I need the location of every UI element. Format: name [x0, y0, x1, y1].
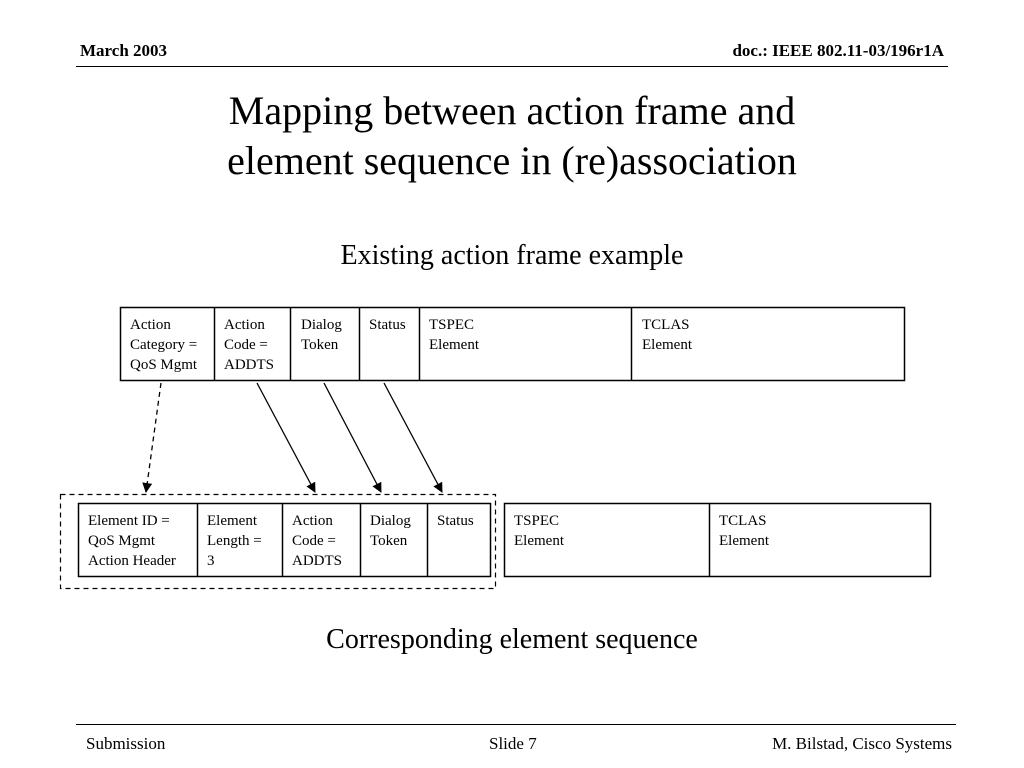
- af-action-code: Action Code = ADDTS: [224, 317, 275, 373]
- action-code-mapping-arrow: [256, 382, 316, 493]
- af-status: Status: [369, 317, 406, 333]
- bottom-subtitle: Corresponding element sequence: [326, 624, 698, 655]
- header-date: March 2003: [80, 41, 168, 60]
- af-dialog-token: Dialog Token: [301, 317, 342, 353]
- footer-submission: Submission: [86, 734, 166, 753]
- footer-rule: [76, 724, 956, 725]
- element-header-box: [77, 502, 492, 578]
- status-mapping-arrow: [383, 382, 443, 493]
- es-element-id: Element ID = QoS Mgmt Action Header: [88, 513, 176, 569]
- category-mapping-arrow: [142, 382, 162, 493]
- footer-slide-number: Slide 7: [489, 734, 537, 753]
- top-subtitle: Existing action frame example: [340, 240, 684, 271]
- es-element-length: Element Length = 3: [207, 513, 262, 569]
- elements-box: [503, 502, 932, 578]
- af-action-category: Action Category = QoS Mgmt: [130, 317, 198, 373]
- af-tclas-element: TCLAS Element: [642, 317, 692, 353]
- dialog-token-mapping-arrow: [323, 382, 382, 493]
- es-action-code: Action Code = ADDTS: [292, 513, 343, 569]
- af-tspec-element: TSPEC Element: [429, 317, 479, 353]
- es-tclas-element: TCLAS Element: [719, 513, 769, 549]
- action-frame-box: [119, 306, 906, 382]
- header-rule: [76, 66, 948, 67]
- slide-title: Mapping between action frame and element…: [227, 88, 797, 183]
- es-dialog-token: Dialog Token: [370, 513, 411, 549]
- es-tspec-element: TSPEC Element: [514, 513, 564, 549]
- es-status: Status: [437, 513, 474, 529]
- header-doc-id: doc.: IEEE 802.11-03/196r1A: [732, 41, 944, 60]
- footer-author: M. Bilstad, Cisco Systems: [772, 734, 952, 753]
- qos-action-element-dashed-box: [59, 493, 497, 590]
